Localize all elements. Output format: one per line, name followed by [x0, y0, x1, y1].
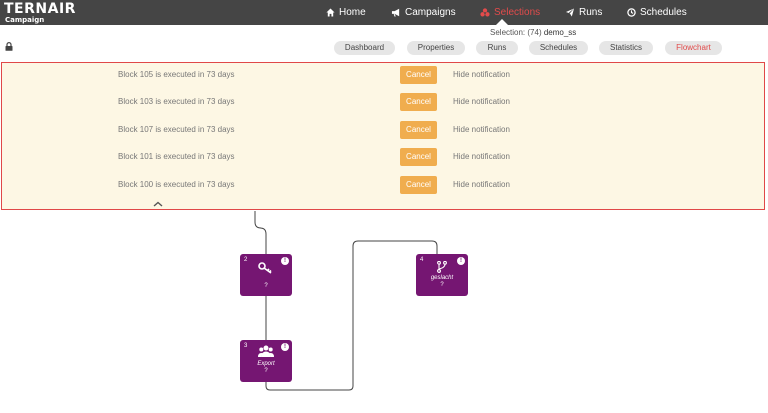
- notification-text: Block 107 is executed in 73 days: [118, 125, 235, 134]
- tab-schedules[interactable]: Schedules: [529, 41, 588, 55]
- block-info-icon[interactable]: !: [281, 257, 289, 265]
- notification-row: Block 107 is executed in 73 days Cancel …: [2, 121, 764, 139]
- notification-row: Block 101 is executed in 73 days Cancel …: [2, 148, 764, 166]
- tab-runs[interactable]: Runs: [476, 41, 518, 55]
- notification-text: Block 105 is executed in 73 days: [118, 70, 235, 79]
- block-count: ?: [264, 368, 268, 374]
- cancel-button[interactable]: Cancel: [400, 148, 437, 166]
- cancel-button[interactable]: Cancel: [400, 93, 437, 111]
- top-navbar: TERNAIR Campaign Home Campaigns Selectio…: [0, 0, 768, 25]
- nav-home-label: Home: [339, 7, 366, 18]
- tab-flowchart[interactable]: Flowchart: [665, 41, 722, 55]
- nav-campaigns[interactable]: Campaigns: [391, 0, 456, 25]
- block-info-icon[interactable]: !: [281, 343, 289, 351]
- nav-runs[interactable]: Runs: [565, 0, 602, 25]
- home-icon: [326, 8, 335, 17]
- hide-notification-link[interactable]: Hide notification: [453, 180, 510, 189]
- flowchart-block-4[interactable]: 4 ! geslacht ?: [416, 254, 468, 296]
- lock-icon[interactable]: [5, 42, 13, 51]
- cancel-button[interactable]: Cancel: [400, 121, 437, 139]
- key-icon: [258, 262, 272, 274]
- block-name: geslacht: [430, 275, 454, 281]
- block-name: Export: [257, 361, 275, 367]
- hide-notification-link[interactable]: Hide notification: [453, 125, 510, 134]
- tab-dashboard[interactable]: Dashboard: [334, 41, 395, 55]
- selection-title: Selection: (74) demo_ss: [490, 28, 576, 37]
- clock-icon: [627, 8, 636, 17]
- megaphone-icon: [391, 8, 400, 17]
- block-info-icon[interactable]: !: [457, 257, 465, 265]
- selection-name: demo_ss: [543, 28, 577, 37]
- block-number: 4: [420, 257, 424, 263]
- block-number: 2: [244, 257, 248, 263]
- nav-schedules[interactable]: Schedules: [627, 0, 687, 25]
- notification-text: Block 103 is executed in 73 days: [118, 97, 235, 106]
- flowchart-block-3[interactable]: 3 ! Export ?: [240, 340, 292, 382]
- notification-row: Block 100 is executed in 73 days Cancel …: [2, 176, 764, 194]
- logo-subtext: Campaign: [5, 16, 45, 24]
- chevron-up-icon[interactable]: [153, 201, 163, 207]
- block-count: ?: [264, 283, 268, 289]
- nav-runs-label: Runs: [579, 7, 603, 18]
- paper-plane-icon: [565, 8, 575, 17]
- hide-notification-link[interactable]: Hide notification: [453, 152, 510, 161]
- tab-properties[interactable]: Properties: [407, 41, 465, 55]
- nav-home[interactable]: Home: [326, 0, 366, 25]
- selection-id: (74): [527, 28, 542, 37]
- nav-selections[interactable]: Selections: [480, 0, 540, 25]
- split-icon: [437, 261, 447, 273]
- tab-statistics[interactable]: Statistics: [599, 41, 653, 55]
- nav-campaigns-label: Campaigns: [405, 7, 456, 18]
- hide-notification-link[interactable]: Hide notification: [453, 97, 510, 106]
- block-number: 3: [244, 343, 248, 349]
- connector-top-to-block-2: [254, 211, 267, 254]
- cancel-button[interactable]: Cancel: [400, 176, 437, 194]
- notification-row: Block 105 is executed in 73 days Cancel …: [2, 66, 764, 84]
- notification-panel: Block 105 is executed in 73 days Cancel …: [1, 62, 765, 210]
- connector-block-3-to-block-4: [265, 240, 438, 391]
- flowchart-block-2[interactable]: 2 ! ?: [240, 254, 292, 296]
- block-count: ?: [440, 282, 444, 288]
- hide-notification-link[interactable]: Hide notification: [453, 70, 510, 79]
- logo-text: TERNAIR: [4, 1, 76, 17]
- nav-selections-label: Selections: [494, 7, 541, 18]
- ternair-logo[interactable]: TERNAIR Campaign: [4, 2, 76, 24]
- notification-row: Block 103 is executed in 73 days Cancel …: [2, 93, 764, 111]
- users-icon: [258, 345, 274, 357]
- notification-text: Block 100 is executed in 73 days: [118, 180, 235, 189]
- cancel-button[interactable]: Cancel: [400, 66, 437, 84]
- active-nav-indicator: [496, 19, 508, 25]
- selections-icon: [480, 8, 490, 17]
- notification-text: Block 101 is executed in 73 days: [118, 152, 235, 161]
- selection-prefix: Selection:: [490, 28, 526, 37]
- nav-schedules-label: Schedules: [640, 7, 687, 18]
